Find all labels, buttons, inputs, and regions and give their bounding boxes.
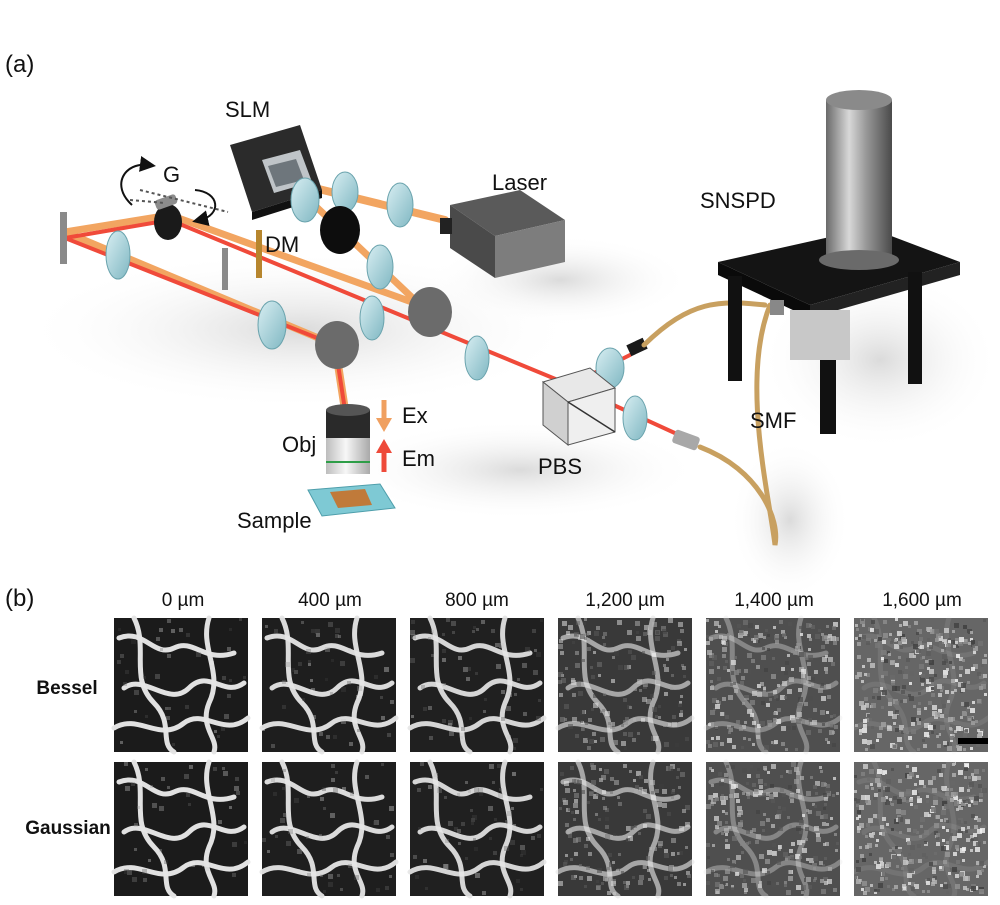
image-tile xyxy=(851,615,991,755)
image-grid xyxy=(111,615,991,899)
image-tile xyxy=(555,615,695,755)
image-tile xyxy=(259,759,399,899)
image-tile xyxy=(111,615,251,755)
row-label-bessel: Bessel xyxy=(36,678,97,699)
mirrors xyxy=(60,212,452,369)
image-tile xyxy=(259,615,399,755)
fiber-couplers xyxy=(626,337,700,451)
mirror xyxy=(222,248,228,290)
panel-a-label: (a) xyxy=(5,51,34,78)
em-label: Em xyxy=(402,446,435,471)
lens xyxy=(366,244,394,290)
image-tile xyxy=(407,615,547,755)
image-tile xyxy=(703,759,843,899)
image-tile xyxy=(703,615,843,755)
lens xyxy=(331,171,359,213)
depth-label-3: 1,200 µm xyxy=(585,590,665,611)
single-mode-fiber xyxy=(641,300,779,546)
rotation-arrow-icon xyxy=(192,189,217,227)
galvo-label: G xyxy=(163,162,180,187)
image-tile xyxy=(407,759,547,899)
scale-bar xyxy=(958,738,988,744)
laser-label: Laser xyxy=(492,170,547,195)
excitation-beam xyxy=(61,211,174,236)
objective-lens xyxy=(326,404,370,474)
lens xyxy=(257,300,287,350)
lens xyxy=(622,395,648,441)
panel-b-label: (b) xyxy=(5,585,34,612)
slm-label: SLM xyxy=(225,97,270,122)
sample-slide xyxy=(307,483,396,517)
lens xyxy=(290,177,320,223)
dm-label: DM xyxy=(265,232,299,257)
lenses xyxy=(105,171,648,441)
galvo-mirror xyxy=(120,156,229,240)
mirror xyxy=(408,287,452,337)
image-tile xyxy=(851,759,991,899)
image-tile xyxy=(111,759,251,899)
row-label-gaussian: Gaussian xyxy=(25,818,111,839)
emission-beam xyxy=(63,218,172,240)
ex-arrow-icon xyxy=(376,400,392,432)
depth-label-5: 1,600 µm xyxy=(882,590,962,611)
depth-label-4: 1,400 µm xyxy=(734,590,814,611)
laser-source xyxy=(440,190,565,278)
smf-label: SMF xyxy=(750,408,796,433)
pbs-cube xyxy=(541,367,617,447)
pbs-label: PBS xyxy=(538,454,582,479)
snspd-label: SNSPD xyxy=(700,188,776,213)
lens xyxy=(105,230,131,280)
depth-label-1: 400 µm xyxy=(298,590,362,611)
depth-headers: 0 µm 400 µm 800 µm 1,200 µm 1,400 µm 1,6… xyxy=(162,590,962,611)
depth-label-0: 0 µm xyxy=(162,590,205,611)
ex-label: Ex xyxy=(402,403,428,428)
rotation-arrow-icon xyxy=(120,156,156,206)
image-tile xyxy=(555,759,695,899)
snspd-detector xyxy=(718,90,960,434)
excitation-beam xyxy=(166,211,424,309)
lens xyxy=(386,182,414,228)
lens xyxy=(359,295,385,341)
sample-label: Sample xyxy=(237,508,312,533)
em-arrow-icon xyxy=(376,439,392,472)
mirror xyxy=(60,212,67,264)
iris-aperture xyxy=(320,206,360,254)
lens xyxy=(464,335,490,381)
objective-label: Obj xyxy=(282,432,316,457)
depth-label-2: 800 µm xyxy=(445,590,509,611)
mirror xyxy=(315,321,359,369)
dichroic-mirror xyxy=(256,230,262,278)
